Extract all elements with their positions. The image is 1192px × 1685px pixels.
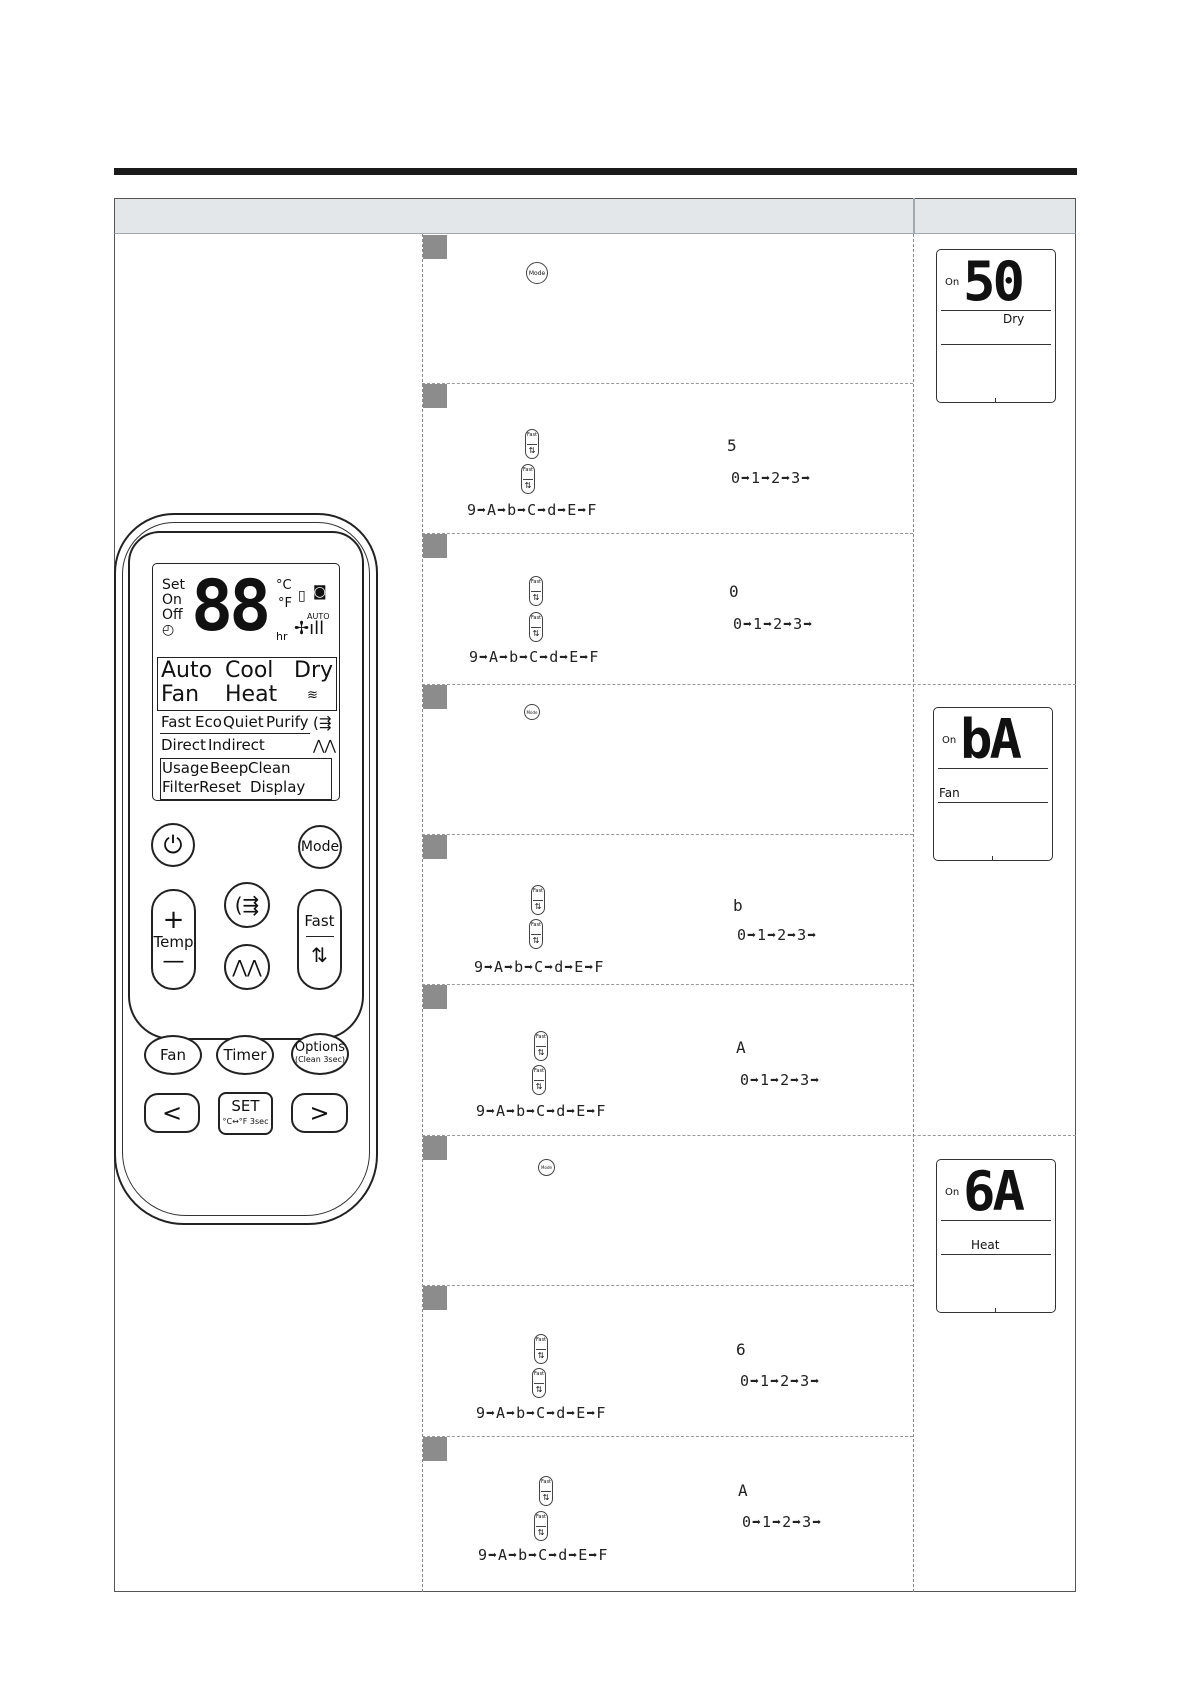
table-header-divider xyxy=(913,198,915,234)
timer-button[interactable]: Timer xyxy=(216,1035,274,1075)
value-digit: 5 xyxy=(727,436,737,455)
sequence-b: 9➡A➡b➡C➡d➡E➡F xyxy=(469,648,600,666)
sequence-a: 0➡1➡2➡3➡ xyxy=(742,1513,823,1531)
signal-icon: ◙ xyxy=(313,584,327,600)
sequence-b: 9➡A➡b➡C➡d➡E➡F xyxy=(467,501,598,519)
fast-button-icon: Fast⇅ xyxy=(529,919,543,949)
fast-button-icon: Fast⇅ xyxy=(532,1065,546,1095)
plug-leaf-icon: ⇅ xyxy=(311,943,328,967)
mode-button[interactable]: Mode xyxy=(298,825,342,869)
power-icon: ⏻ xyxy=(163,831,183,859)
sequence-a: 0➡1➡2➡3➡ xyxy=(740,1372,821,1390)
mode-button-icon: Mode xyxy=(538,1159,555,1176)
sequence-a: 0➡1➡2➡3➡ xyxy=(737,926,818,944)
sequence-b: 9➡A➡b➡C➡d➡E➡F xyxy=(478,1546,609,1564)
fast-button-icon: Fast⇅ xyxy=(534,1511,548,1541)
power-button[interactable]: ⏻ xyxy=(151,823,195,867)
value-digit: 6 xyxy=(736,1340,746,1359)
value-digit: b xyxy=(733,896,743,915)
unit-display-heat: On 6A Heat xyxy=(936,1159,1056,1313)
step-marker xyxy=(423,1286,447,1310)
sequence-b: 9➡A➡b➡C➡d➡E➡F xyxy=(474,958,605,976)
sequence-a: 0➡1➡2➡3➡ xyxy=(740,1071,821,1089)
mode-button-icon: Mode xyxy=(524,704,540,720)
value-digit: A xyxy=(738,1481,748,1500)
fast-button-icon: Fast⇅ xyxy=(532,1368,546,1398)
sequence-b: 9➡A➡b➡C➡d➡E➡F xyxy=(476,1102,607,1120)
set-button[interactable]: SET °C↔°F 3sec xyxy=(218,1092,273,1135)
fast-button-icon: Fast⇅ xyxy=(525,429,539,459)
airflow-icon: ⋀⋀ xyxy=(232,956,262,978)
wind-icon: ≋ xyxy=(307,688,318,703)
airflow-icon: ⋀⋀ xyxy=(313,738,336,754)
step-marker xyxy=(423,1136,447,1160)
fan-button[interactable]: Fan xyxy=(144,1035,202,1075)
fast-button-icon: Fast⇅ xyxy=(529,612,543,642)
step-marker xyxy=(423,384,447,408)
sequence-a: 0➡1➡2➡3➡ xyxy=(733,615,814,633)
right-button[interactable]: > xyxy=(291,1093,348,1133)
fast-button-icon: Fast⇅ xyxy=(521,464,535,494)
top-rule xyxy=(114,168,1077,175)
sequence-a: 0➡1➡2➡3➡ xyxy=(731,469,812,487)
step-marker xyxy=(423,1437,447,1461)
step-marker xyxy=(423,685,447,709)
mode-button-icon: Mode xyxy=(526,262,548,284)
unit-display-dry: On 50 Dry xyxy=(936,249,1056,403)
airflow-button[interactable]: ⋀⋀ xyxy=(224,944,270,990)
left-button[interactable]: < xyxy=(144,1093,200,1133)
fast-button-icon: Fast⇅ xyxy=(539,1476,553,1506)
sequence-b: 9➡A➡b➡C➡d➡E➡F xyxy=(476,1404,607,1422)
remote-lcd xyxy=(152,563,340,801)
step-marker xyxy=(423,235,447,259)
swing-icon: (⇶ xyxy=(313,714,332,732)
options-button[interactable]: Options (Clean 3sec) xyxy=(291,1033,349,1075)
step-marker xyxy=(423,835,447,859)
column-divider-left xyxy=(422,234,423,1592)
remote-control xyxy=(114,513,378,1225)
fast-button-icon: Fast⇅ xyxy=(529,576,543,606)
temp-button[interactable]: + Temp — xyxy=(151,889,196,990)
fast-button-icon: Fast⇅ xyxy=(534,1031,548,1061)
value-digit: A xyxy=(736,1038,746,1057)
chevron-left-icon: < xyxy=(161,1099,183,1127)
swing-icon: (⇶ xyxy=(234,893,260,917)
timer-icon: ◴ xyxy=(162,622,175,638)
fast-button-icon: Fast⇅ xyxy=(534,1334,548,1364)
chevron-right-icon: > xyxy=(309,1099,330,1127)
value-digit: 0 xyxy=(729,582,739,601)
step-marker xyxy=(423,985,447,1009)
minus-icon: — xyxy=(162,948,185,974)
column-divider-right xyxy=(913,234,914,1592)
swing-button[interactable]: (⇶ xyxy=(224,882,270,928)
fast-eco-button[interactable]: Fast ⇅ xyxy=(297,889,342,990)
table-header xyxy=(114,198,1076,234)
plus-icon: + xyxy=(162,904,185,935)
step-marker xyxy=(423,534,447,558)
fast-button-icon: Fast⇅ xyxy=(531,885,545,915)
battery-icon: ▯ xyxy=(298,588,306,604)
fan-speed-icon: ✢ıll xyxy=(294,618,325,639)
unit-display-fan: On bA Fan xyxy=(933,707,1053,861)
